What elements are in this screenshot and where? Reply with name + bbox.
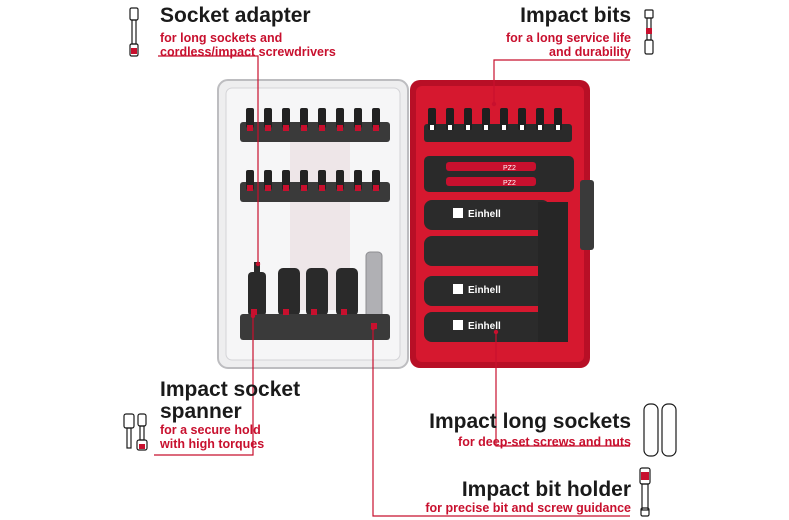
impact-socket-spanner-subtitle-2: with high torques [160,437,265,451]
leader-dots [250,101,499,335]
impact-bits-subtitle-1: for a long service life [505,31,631,45]
bit-row-left-middle [240,170,390,202]
impact-bit-icon [644,9,654,55]
impact-long-sockets-title: Impact long sockets [429,410,631,433]
bit-holder-rack [240,309,390,340]
pz2-bits-tray: PZ2 PZ2 [424,156,574,192]
impact-socket-spanner-subtitle-1: for a secure hold [160,423,261,437]
bit-label-2: PZ2 [503,180,516,187]
impact-socket-spanner-title-2: spanner [160,400,242,423]
brand-label-1: Einhell [468,209,501,220]
impact-socket-spanner-title-1: Impact socket [160,378,301,401]
impact-bit-holder-subtitle: for precise bit and screw guidance [425,501,631,515]
bit-row-right-top [424,108,572,142]
brand-label-3: Einhell [468,321,501,332]
bit-holder-icon [639,467,651,517]
impact-bit-holder-title: Impact bit holder [461,478,631,501]
bit-row-left-top [240,108,390,142]
socket-adapter-subtitle-1: for long sockets and [160,31,283,45]
socket-adapter-subtitle-2: cordless/impact screwdrivers [160,45,336,59]
brand-label-2: Einhell [468,285,501,296]
socket-adapter-title: Socket adapter [160,4,311,27]
long-sockets: Einhell Einhell Einhell [424,200,568,342]
bit-label-1: PZ2 [503,165,516,172]
socket-adapter-icon [129,7,139,57]
impact-long-sockets-subtitle: for deep-set screws and nuts [458,435,631,449]
leader-lines [154,55,630,517]
long-socket-icon [643,403,677,457]
socket-spanner-icon [123,413,148,451]
impact-bits-subtitle-2: and durability [549,45,631,59]
socket-spanners [248,251,383,319]
impact-bits-title: Impact bits [520,4,631,27]
